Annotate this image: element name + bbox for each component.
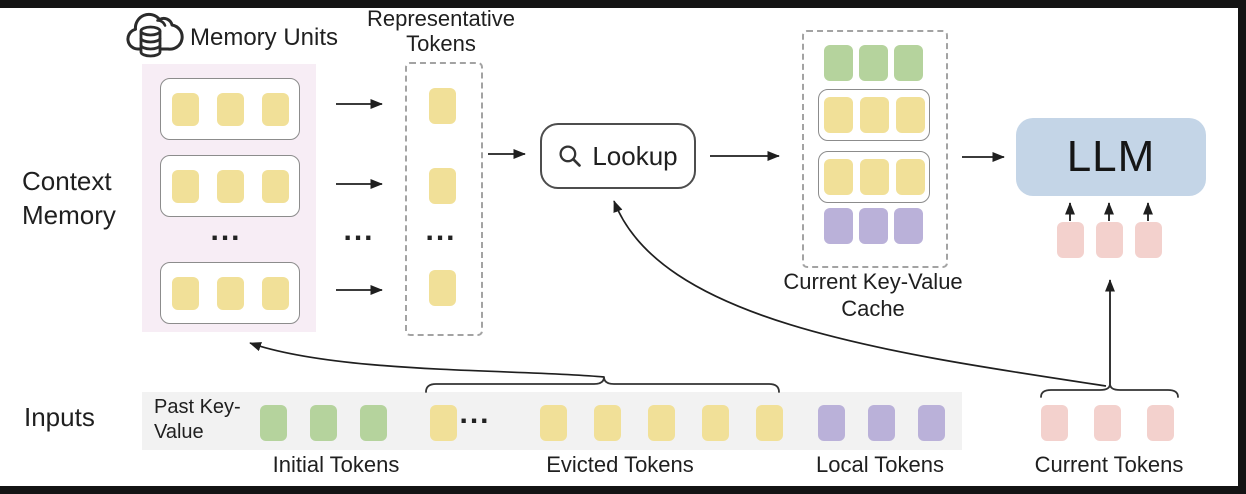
cache-initial-token-row bbox=[823, 44, 923, 82]
representative-tokens-label: Representative Tokens bbox=[367, 6, 515, 56]
evicted-token bbox=[702, 405, 729, 441]
brace-current-tokens bbox=[1040, 383, 1179, 398]
representative-tokens-box bbox=[405, 62, 483, 336]
llm-input-token-row bbox=[1057, 222, 1175, 258]
evicted-token-group bbox=[540, 405, 783, 441]
cache-local-token-row bbox=[823, 207, 923, 245]
initial-token bbox=[360, 405, 387, 441]
context-memory-label: Context Memory bbox=[22, 166, 116, 230]
current-token bbox=[1094, 405, 1121, 441]
kv-token bbox=[261, 92, 289, 126]
memory-unit-row bbox=[160, 155, 300, 217]
llm-box: LLM bbox=[1016, 118, 1206, 196]
local-token bbox=[818, 405, 845, 441]
initial-token bbox=[893, 45, 923, 81]
retrieved-token bbox=[859, 97, 889, 133]
current-token bbox=[1057, 222, 1084, 258]
retrieved-token bbox=[895, 97, 925, 133]
local-token bbox=[823, 208, 853, 244]
cache-memory-unit-row bbox=[818, 151, 930, 203]
current-token bbox=[1135, 222, 1162, 258]
memory-units-label: Memory Units bbox=[190, 24, 339, 51]
evicted-ellipsis: ... bbox=[459, 397, 491, 430]
frame-border-right bbox=[1238, 0, 1246, 494]
memory-unit-row bbox=[160, 78, 300, 140]
evicted-token bbox=[430, 405, 457, 441]
evicted-token bbox=[756, 405, 783, 441]
local-token bbox=[918, 405, 945, 441]
memory-ellipsis: ... bbox=[210, 214, 242, 247]
lookup-box: Lookup bbox=[540, 123, 696, 189]
retrieved-token bbox=[895, 159, 925, 195]
kv-token bbox=[216, 169, 244, 203]
evicted-token bbox=[594, 405, 621, 441]
local-token-group bbox=[818, 405, 945, 441]
arrow-column-ellipsis: ... bbox=[343, 214, 375, 247]
evicted-token bbox=[648, 405, 675, 441]
evicted-token-group bbox=[430, 405, 457, 441]
frame-border-bottom bbox=[0, 486, 1246, 494]
representative-ellipsis: ... bbox=[425, 214, 457, 247]
kv-token bbox=[171, 92, 199, 126]
retrieved-token bbox=[823, 159, 853, 195]
past-key-value-label: Past Key-Value bbox=[154, 396, 241, 443]
local-token bbox=[858, 208, 888, 244]
retrieved-token bbox=[859, 159, 889, 195]
cloud-database-icon bbox=[126, 12, 184, 58]
kv-token bbox=[216, 276, 244, 310]
current-token bbox=[1096, 222, 1123, 258]
current-tokens-label: Current Tokens bbox=[1034, 452, 1184, 477]
local-token bbox=[868, 405, 895, 441]
current-kv-cache-label: Current Key-Value Cache bbox=[783, 269, 963, 321]
kv-token bbox=[171, 276, 199, 310]
kv-token bbox=[261, 169, 289, 203]
local-token bbox=[893, 208, 923, 244]
magnifier-icon bbox=[559, 144, 582, 167]
brace-evicted-tokens bbox=[425, 376, 780, 393]
initial-token bbox=[260, 405, 287, 441]
local-tokens-label: Local Tokens bbox=[815, 452, 944, 477]
representative-token bbox=[429, 88, 456, 124]
initial-token-group bbox=[260, 405, 387, 441]
cache-memory-unit-row bbox=[818, 89, 930, 141]
initial-tokens-label: Initial Tokens bbox=[272, 452, 400, 477]
initial-token bbox=[310, 405, 337, 441]
evicted-tokens-label: Evicted Tokens bbox=[546, 452, 694, 477]
retrieved-token bbox=[823, 97, 853, 133]
kv-token bbox=[171, 169, 199, 203]
representative-token bbox=[429, 168, 456, 204]
representative-token bbox=[429, 270, 456, 306]
initial-token bbox=[823, 45, 853, 81]
kv-token bbox=[216, 92, 244, 126]
frame-border-top bbox=[0, 0, 1246, 8]
arrow-evicted-to-memory bbox=[249, 342, 605, 378]
initial-token bbox=[858, 45, 888, 81]
memory-unit-row bbox=[160, 262, 300, 324]
current-token-group bbox=[1041, 405, 1174, 441]
evicted-token bbox=[540, 405, 567, 441]
current-token bbox=[1147, 405, 1174, 441]
kv-token bbox=[261, 276, 289, 310]
lookup-label: Lookup bbox=[592, 140, 678, 171]
current-token bbox=[1041, 405, 1068, 441]
inputs-label: Inputs bbox=[24, 402, 95, 432]
